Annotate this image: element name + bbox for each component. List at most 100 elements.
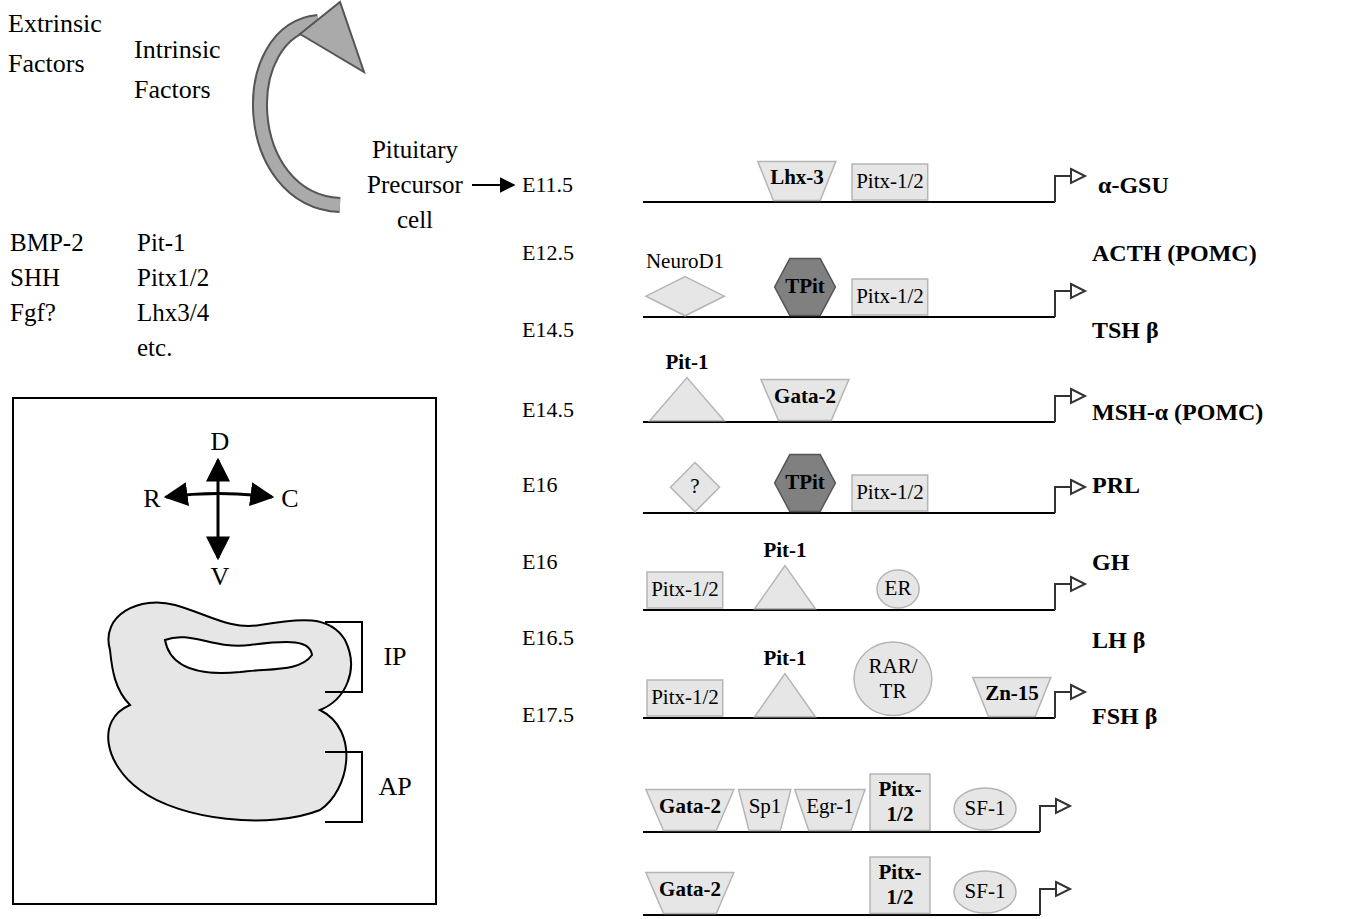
factor-label: Fgf? <box>10 298 56 328</box>
cycle-arrow-head <box>300 2 364 72</box>
factor-box: Pitx-1/2 <box>851 278 929 316</box>
factor-name: Egr-1 <box>805 794 854 819</box>
axis-label: IP <box>383 642 406 672</box>
factor-hexagon: TPit <box>774 454 836 512</box>
arrow-head <box>1071 480 1085 494</box>
axis-arrow <box>217 460 220 558</box>
factor-trapezoid <box>761 379 849 420</box>
factor-box: Pitx- 1/2 <box>869 856 931 914</box>
factor-circle: ER <box>876 569 920 609</box>
factor-name: Pitx- 1/2 <box>874 777 927 827</box>
factor-name: Pitx- 1/2 <box>874 860 927 910</box>
factor-circle: SF-1 <box>953 870 1017 914</box>
factor-trapezoid: Lhx-3 <box>757 161 837 201</box>
factor-box: Pitx-1/2 <box>851 474 929 512</box>
factor-box <box>870 774 930 830</box>
factor-name: Gata-2 <box>658 877 721 902</box>
factor-hexagon <box>775 455 836 512</box>
promoter-line <box>643 201 1055 203</box>
factor-diamond <box>671 462 720 511</box>
factor-name: Pit-1 <box>763 538 808 563</box>
bent-arrow <box>1055 487 1071 513</box>
factor-name: Pit-1 <box>665 350 710 375</box>
factor-circle <box>877 570 919 608</box>
factor-name: Pitx-1/2 <box>651 577 720 602</box>
factor-label: etc. <box>137 333 172 363</box>
bracket <box>325 622 362 692</box>
stage-label: E14.5 <box>522 316 574 344</box>
factor-circle <box>854 642 932 716</box>
factor-name: Pitx-1/2 <box>856 480 925 505</box>
factor-name: SF-1 <box>964 879 1006 904</box>
promoter-lines <box>643 202 1055 915</box>
factor-trapezoid: Gata-2 <box>645 789 735 831</box>
precursor-arrow <box>472 184 514 186</box>
factor-triangle: Pit-1 <box>754 538 816 609</box>
stage-label: E16 <box>522 548 557 576</box>
axis-label: R <box>143 484 160 514</box>
pituitary-cleft <box>165 637 312 673</box>
axis-label: D <box>211 427 230 457</box>
factor-label: Pitx1/2 <box>137 263 209 293</box>
hormone-label: TSH β <box>1092 315 1159 345</box>
axis-label: C <box>281 484 298 514</box>
factor-label: BMP-2 <box>10 228 84 258</box>
factor-trapezoid <box>973 677 1051 716</box>
hormone-label: FSH β <box>1092 701 1157 731</box>
arrow-head <box>1071 685 1085 699</box>
factor-diamond: ? <box>670 462 720 512</box>
factor-triangle: Pit-1 <box>649 350 725 421</box>
bracket <box>325 752 362 822</box>
stage-label: E14.5 <box>522 396 574 424</box>
factor-name: Pitx-1/2 <box>651 685 720 710</box>
hormone-label: ACTH (POMC) <box>1092 238 1257 268</box>
factor-name: ? <box>690 474 701 499</box>
factor-triangle: Pit-1 <box>754 646 816 717</box>
promoter-line <box>643 512 1055 514</box>
transcription-arrows <box>1040 169 1085 915</box>
factor-name: Sp1 <box>748 794 782 819</box>
factor-name: Pit-1 <box>763 646 808 671</box>
hormone-label: LH β <box>1092 625 1145 655</box>
hormone-label: α-GSU <box>1098 170 1169 200</box>
factor-box <box>852 164 928 200</box>
factor-box <box>852 279 928 315</box>
arrow-head <box>1071 389 1085 403</box>
bent-arrow <box>1040 806 1056 832</box>
factor-box <box>870 857 930 913</box>
factor-circle <box>954 788 1016 830</box>
factor-name: Pitx-1/2 <box>856 169 925 194</box>
bent-arrow <box>1055 396 1071 422</box>
hormone-label: PRL <box>1092 470 1140 500</box>
factor-triangle <box>755 673 816 716</box>
factor-box: Pitx-1/2 <box>646 679 724 717</box>
factor-name: Gata-2 <box>773 384 836 409</box>
factor-trapezoid: Sp1 <box>738 789 791 831</box>
factor-diamond <box>646 276 724 315</box>
factor-circle: RAR/ TR <box>853 641 933 717</box>
factor-name: TPit <box>785 274 826 299</box>
arrow-head <box>1071 577 1085 591</box>
promoter-line <box>643 316 1055 318</box>
arrow-head <box>1071 284 1085 298</box>
factor-diamond: NeuroD1 <box>643 249 727 316</box>
bent-arrow <box>1055 584 1071 610</box>
factor-label: SHH <box>10 263 60 293</box>
arrow-head <box>1071 169 1085 183</box>
bent-arrow <box>1055 692 1071 718</box>
factor-name: RAR/ TR <box>866 654 919 704</box>
factor-hexagon: TPit <box>774 258 836 316</box>
axis-arrow <box>166 494 272 498</box>
factor-label: Lhx3/4 <box>137 298 209 328</box>
factor-circle: SF-1 <box>953 787 1017 831</box>
factor-box: Pitx-1/2 <box>851 163 929 201</box>
factor-name: Lhx-3 <box>769 165 824 190</box>
factor-circle <box>954 871 1016 913</box>
factor-name: Zn-15 <box>984 681 1039 706</box>
factor-box <box>647 572 723 608</box>
stage-label: E17.5 <box>522 701 574 729</box>
factor-label: Extrinsic Factors <box>8 4 126 84</box>
bent-arrow <box>1040 889 1056 915</box>
pituitary-outline <box>108 602 351 820</box>
factor-hexagon <box>775 259 836 316</box>
